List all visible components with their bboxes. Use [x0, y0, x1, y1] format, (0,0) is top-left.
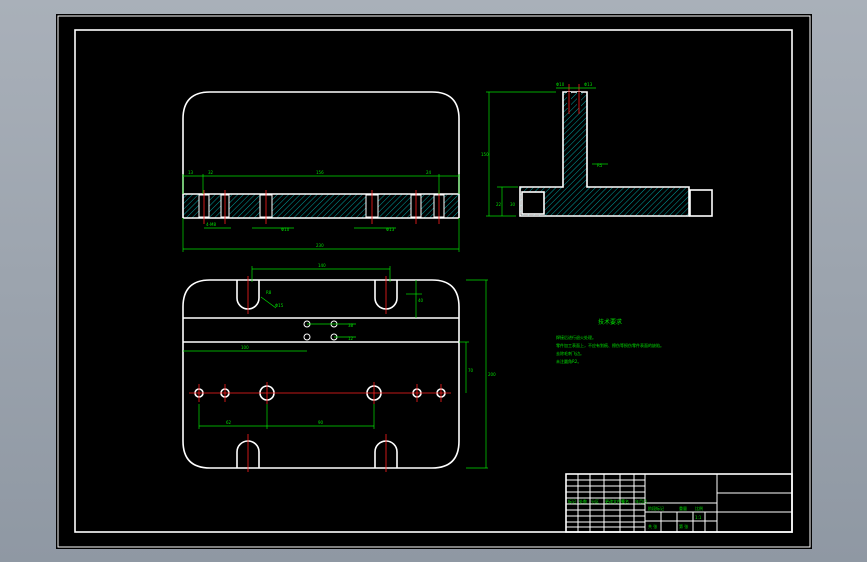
tb-label-file: 更改文件号	[605, 498, 625, 504]
dim-side-note: R5	[597, 163, 603, 168]
tech-note-1: 焊接后进行退火处理。	[556, 334, 596, 340]
dim-plan-r: R8	[266, 290, 272, 295]
dim-side-t2: Φ13	[584, 82, 593, 87]
dim-plan-top: 140	[318, 263, 326, 268]
dim-side-height: 150	[481, 152, 489, 157]
dim-plan-height: 200	[488, 372, 496, 377]
dim-top-inner: 156	[316, 170, 324, 175]
dim-top-hole-b: Φ10	[281, 227, 290, 232]
drawing-canvas: 13 32 156 24 4-M8 Φ10 Φ13 230 150 22 30	[56, 14, 812, 549]
technical-requirements: 技术要求 焊接后进行退火处理。 零件加工表面上，不应有划痕、擦伤等损伤零件表面的…	[556, 318, 664, 364]
tb-label-sign: 签名	[621, 498, 629, 504]
dim-top-width: 230	[316, 243, 324, 248]
dim-top-left: 13	[188, 170, 194, 175]
dim-side-base2: 30	[510, 202, 516, 207]
dim-plan-slot: Φ15	[275, 303, 284, 308]
dim-plan-bottom-left: 62	[226, 420, 232, 425]
dim-plan-bottom-mid: 90	[318, 420, 324, 425]
tb-ratio: 1:1	[695, 515, 702, 520]
inner-border	[74, 29, 793, 533]
tech-note-2: 零件加工表面上，不应有划痕、擦伤等损伤零件表面的缺陷。	[556, 342, 664, 348]
tb-label-count: 处数	[579, 498, 587, 504]
dim-plan-h2: 40	[418, 298, 424, 303]
dim-plan-h1: 70	[468, 368, 474, 373]
tb-stage: 阶段标记	[648, 505, 664, 511]
front-view: 13 32 156 24 4-M8 Φ10 Φ13 230	[182, 91, 460, 252]
tb-label-mark: 标记	[568, 498, 576, 504]
dim-side-t1: Φ10	[556, 82, 565, 87]
dim-top-left2: 32	[208, 170, 214, 175]
tb-weight: 重量	[679, 505, 687, 511]
title-block: 标记 处数 分区 更改文件号 签名 年月日 阶段标记 重量 比例 1:1 共 张…	[565, 473, 793, 533]
tb-sheet2: 第 张	[679, 523, 688, 529]
dim-side-base: 22	[496, 202, 502, 207]
dim-top-hole: 4-M8	[206, 222, 216, 227]
tech-note-3: 去除毛刺飞边。	[556, 350, 584, 356]
tb-scale: 比例	[695, 505, 703, 511]
tb-sheet: 共 张	[648, 523, 657, 529]
side-view: 150 22 30 Φ10 Φ13 R5	[481, 82, 713, 217]
tb-label-date: 年月日	[635, 498, 647, 504]
dim-plan-left: 100	[241, 345, 249, 350]
tb-label-zone: 分区	[591, 498, 599, 504]
outer-border	[57, 15, 811, 548]
tech-note-4: 未注圆角R2。	[556, 358, 581, 364]
dim-plan-mid2: 12	[348, 336, 354, 341]
dim-plan-mid: 38	[348, 323, 354, 328]
tech-title: 技术要求	[598, 318, 622, 326]
dim-top-right: 24	[426, 170, 432, 175]
dim-top-hole-c: Φ13	[386, 227, 395, 232]
plan-view: 140 R8 Φ15 40 70 200 100 38 12 62 90	[182, 263, 496, 472]
